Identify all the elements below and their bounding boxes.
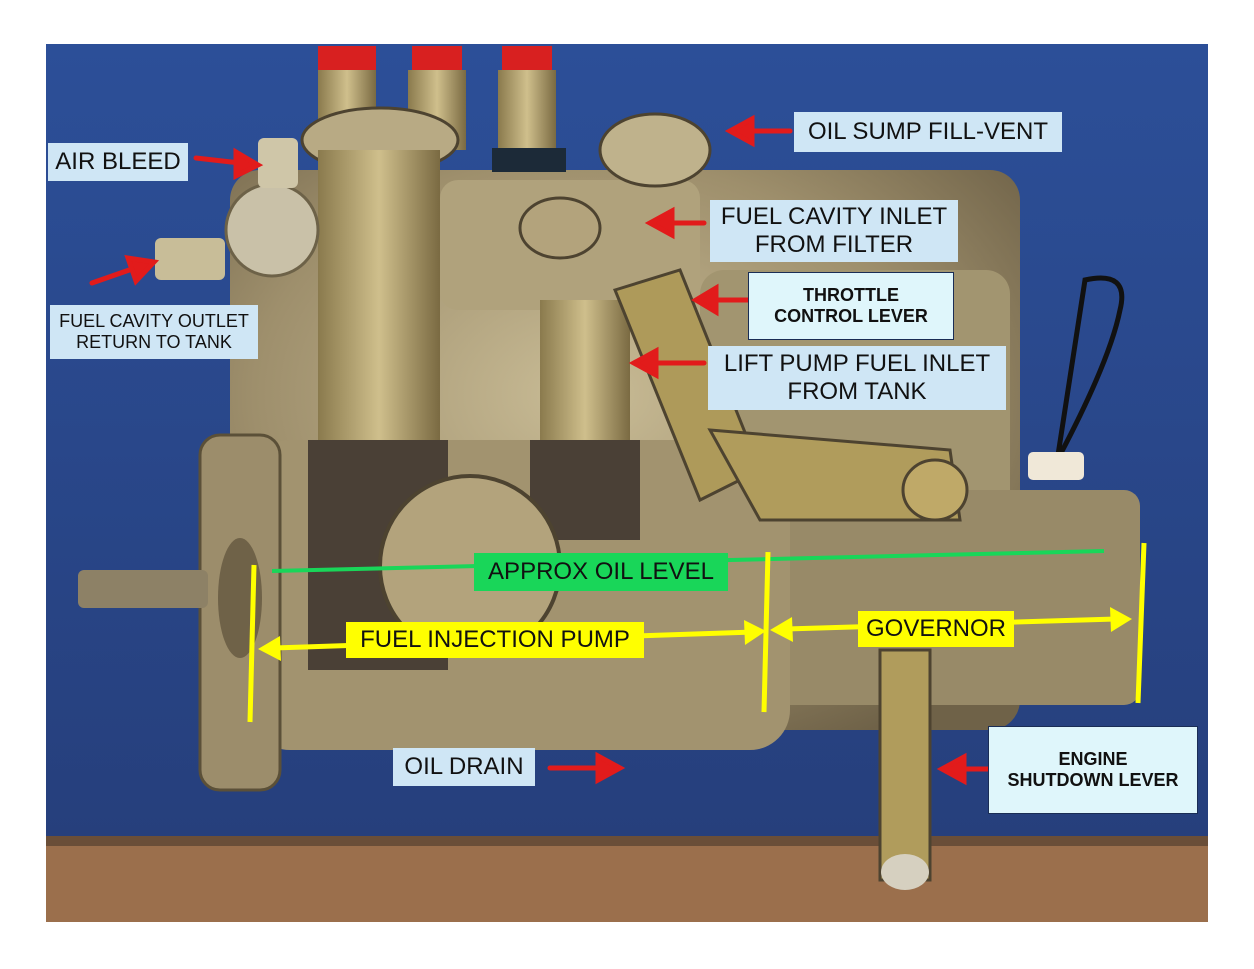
callout-arrows — [89, 114, 991, 786]
label-lift-pump-fuel-inlet: LIFT PUMP FUEL INLET FROM TANK — [708, 346, 1006, 410]
label-engine-shutdown-lever: ENGINE SHUTDOWN LEVER — [988, 726, 1198, 814]
label-governor: GOVERNOR — [858, 611, 1014, 647]
label-fuel-injection-pump: FUEL INJECTION PUMP — [346, 622, 644, 658]
floor — [46, 836, 1208, 922]
label-fuel-cavity-outlet: FUEL CAVITY OUTLET RETURN TO TANK — [50, 305, 258, 359]
label-approx-oil-level: APPROX OIL LEVEL — [474, 553, 728, 591]
label-fuel-cavity-inlet: FUEL CAVITY INLET FROM FILTER — [710, 200, 958, 262]
label-air-bleed: AIR BLEED — [48, 143, 188, 181]
label-oil-drain: OIL DRAIN — [393, 748, 535, 786]
label-oil-sump-fill-vent: OIL SUMP FILL-VENT — [794, 112, 1062, 152]
label-throttle-control-lever: THROTTLE CONTROL LEVER — [748, 272, 954, 340]
